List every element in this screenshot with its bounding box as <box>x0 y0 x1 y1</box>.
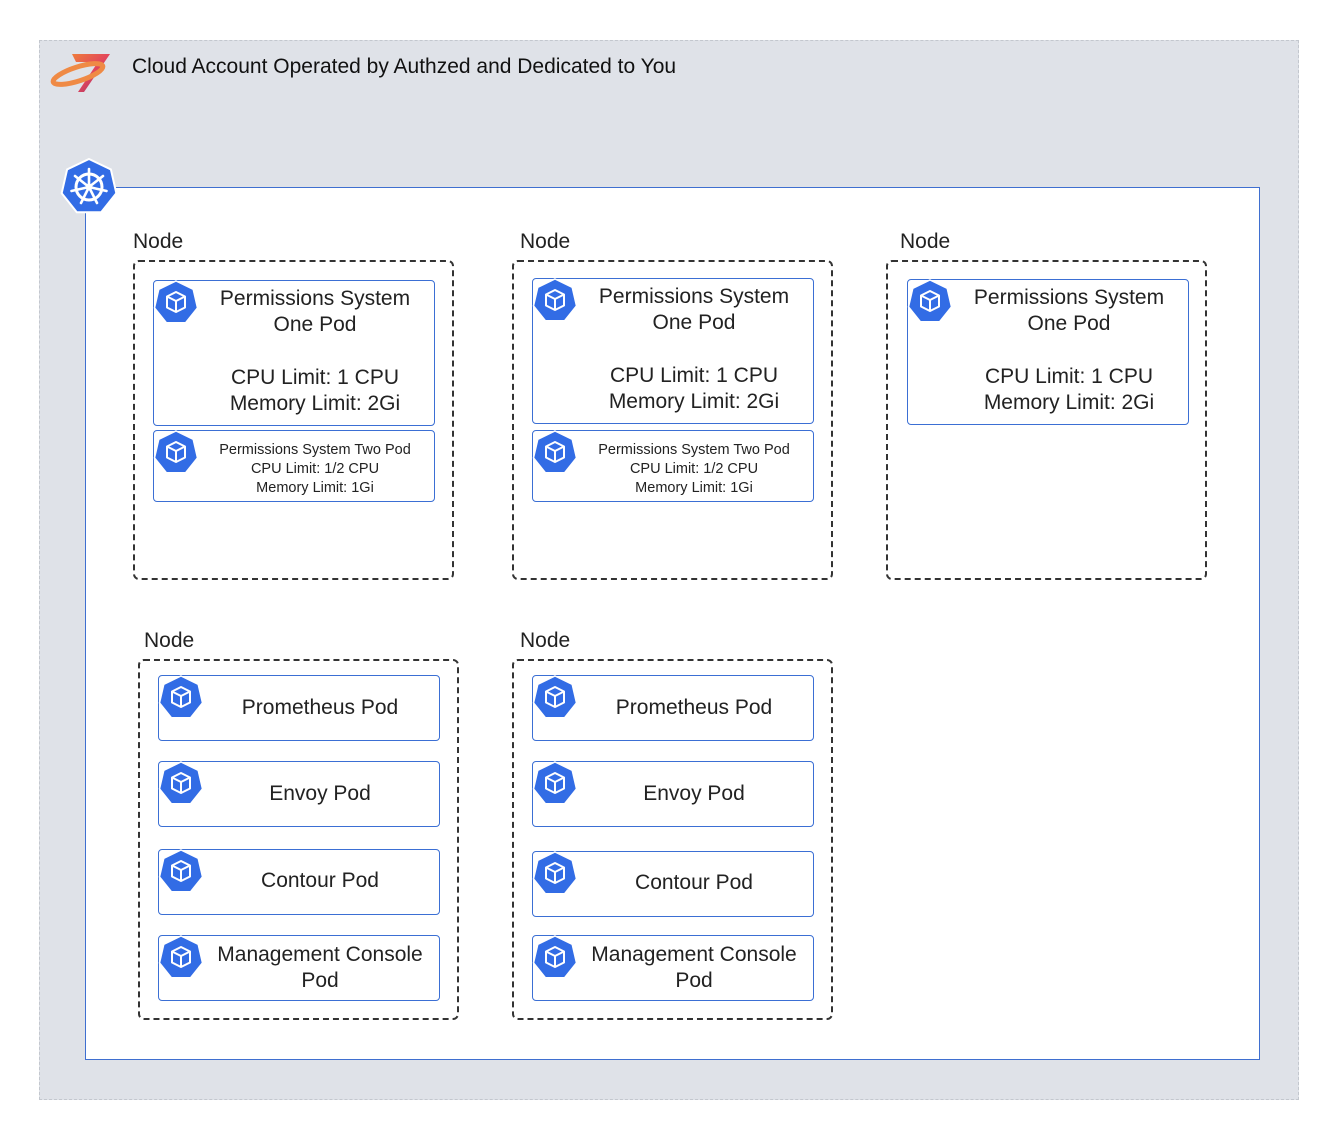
envoy-pod[interactable]: Envoy Pod <box>158 761 440 827</box>
kubernetes-pod-icon <box>158 761 204 805</box>
pod-name-line: Pod <box>675 969 713 992</box>
node-label: Node <box>133 230 184 253</box>
pod-name-line: Pod <box>301 969 339 992</box>
pod-name: Prometheus Pod <box>241 696 399 719</box>
pod-name: Envoy Pod <box>643 782 745 805</box>
pod-name-line: Permissions System <box>219 287 411 310</box>
kubernetes-pod-icon <box>158 849 204 893</box>
memory-limit: Memory Limit: 2Gi <box>983 391 1155 414</box>
node-label: Node <box>520 629 571 652</box>
node: Prometheus Pod Envoy Pod Contour Pod Man… <box>138 659 459 1020</box>
management-console-pod[interactable]: Management Console Pod <box>532 935 814 1001</box>
permissions-system-two-pod[interactable]: Permissions System Two Pod CPU Limit: 1/… <box>153 430 435 502</box>
kubernetes-pod-icon <box>532 430 578 474</box>
kubernetes-pod-icon <box>158 935 204 979</box>
prometheus-pod[interactable]: Prometheus Pod <box>532 675 814 741</box>
memory-limit: Memory Limit: 1Gi <box>635 480 753 496</box>
node-label: Node <box>900 230 951 253</box>
contour-pod[interactable]: Contour Pod <box>158 849 440 915</box>
permissions-system-one-pod[interactable]: Permissions System One Pod CPU Limit: 1 … <box>532 278 814 424</box>
node: Permissions System One Pod CPU Limit: 1 … <box>886 260 1207 580</box>
contour-pod[interactable]: Contour Pod <box>532 851 814 917</box>
cpu-limit: CPU Limit: 1 CPU <box>984 365 1154 388</box>
cpu-limit: CPU Limit: 1/2 CPU <box>629 461 759 477</box>
memory-limit: Memory Limit: 2Gi <box>229 392 401 415</box>
pod-name-line: Permissions System <box>973 286 1165 309</box>
kubernetes-icon <box>60 157 118 214</box>
node: Prometheus Pod Envoy Pod Contour Pod Man… <box>512 659 833 1020</box>
pod-name: Envoy Pod <box>269 782 371 805</box>
kubernetes-pod-icon <box>532 278 578 322</box>
pod-name: Prometheus Pod <box>615 696 773 719</box>
pod-name: Permissions System Two Pod <box>598 442 790 458</box>
permissions-system-two-pod[interactable]: Permissions System Two Pod CPU Limit: 1/… <box>532 430 814 502</box>
pod-name: Contour Pod <box>635 871 753 894</box>
memory-limit: Memory Limit: 2Gi <box>608 390 780 413</box>
memory-limit: Memory Limit: 1Gi <box>256 480 374 496</box>
pod-name-line: Permissions System <box>598 285 790 308</box>
management-console-pod[interactable]: Management Console Pod <box>158 935 440 1001</box>
node-label: Node <box>520 230 571 253</box>
cpu-limit: CPU Limit: 1 CPU <box>230 366 400 389</box>
pod-name-line: Management Console <box>217 943 423 966</box>
node: Permissions System One Pod CPU Limit: 1 … <box>512 260 833 580</box>
cpu-limit: CPU Limit: 1/2 CPU <box>250 461 380 477</box>
pod-name-line: Management Console <box>591 943 797 966</box>
kubernetes-pod-icon <box>532 675 578 719</box>
pod-name: Contour Pod <box>261 869 379 892</box>
kubernetes-pod-icon <box>153 430 199 474</box>
kubernetes-pod-icon <box>158 675 204 719</box>
kubernetes-pod-icon <box>907 279 953 323</box>
permissions-system-one-pod[interactable]: Permissions System One Pod CPU Limit: 1 … <box>153 280 435 426</box>
kubernetes-pod-icon <box>532 761 578 805</box>
authzed-logo-icon <box>50 54 110 92</box>
cpu-limit: CPU Limit: 1 CPU <box>609 364 779 387</box>
prometheus-pod[interactable]: Prometheus Pod <box>158 675 440 741</box>
node: Permissions System One Pod CPU Limit: 1 … <box>133 260 454 580</box>
pod-name-line: One Pod <box>652 311 736 334</box>
account-title: Cloud Account Operated by Authzed and De… <box>132 55 677 78</box>
pod-name-line: One Pod <box>1027 312 1111 335</box>
kubernetes-pod-icon <box>153 280 199 324</box>
pod-name-line: One Pod <box>273 313 357 336</box>
permissions-system-one-pod[interactable]: Permissions System One Pod CPU Limit: 1 … <box>907 279 1189 425</box>
pod-name: Permissions System Two Pod <box>219 442 411 458</box>
kubernetes-pod-icon <box>532 851 578 895</box>
kubernetes-pod-icon <box>532 935 578 979</box>
node-label: Node <box>144 629 195 652</box>
envoy-pod[interactable]: Envoy Pod <box>532 761 814 827</box>
